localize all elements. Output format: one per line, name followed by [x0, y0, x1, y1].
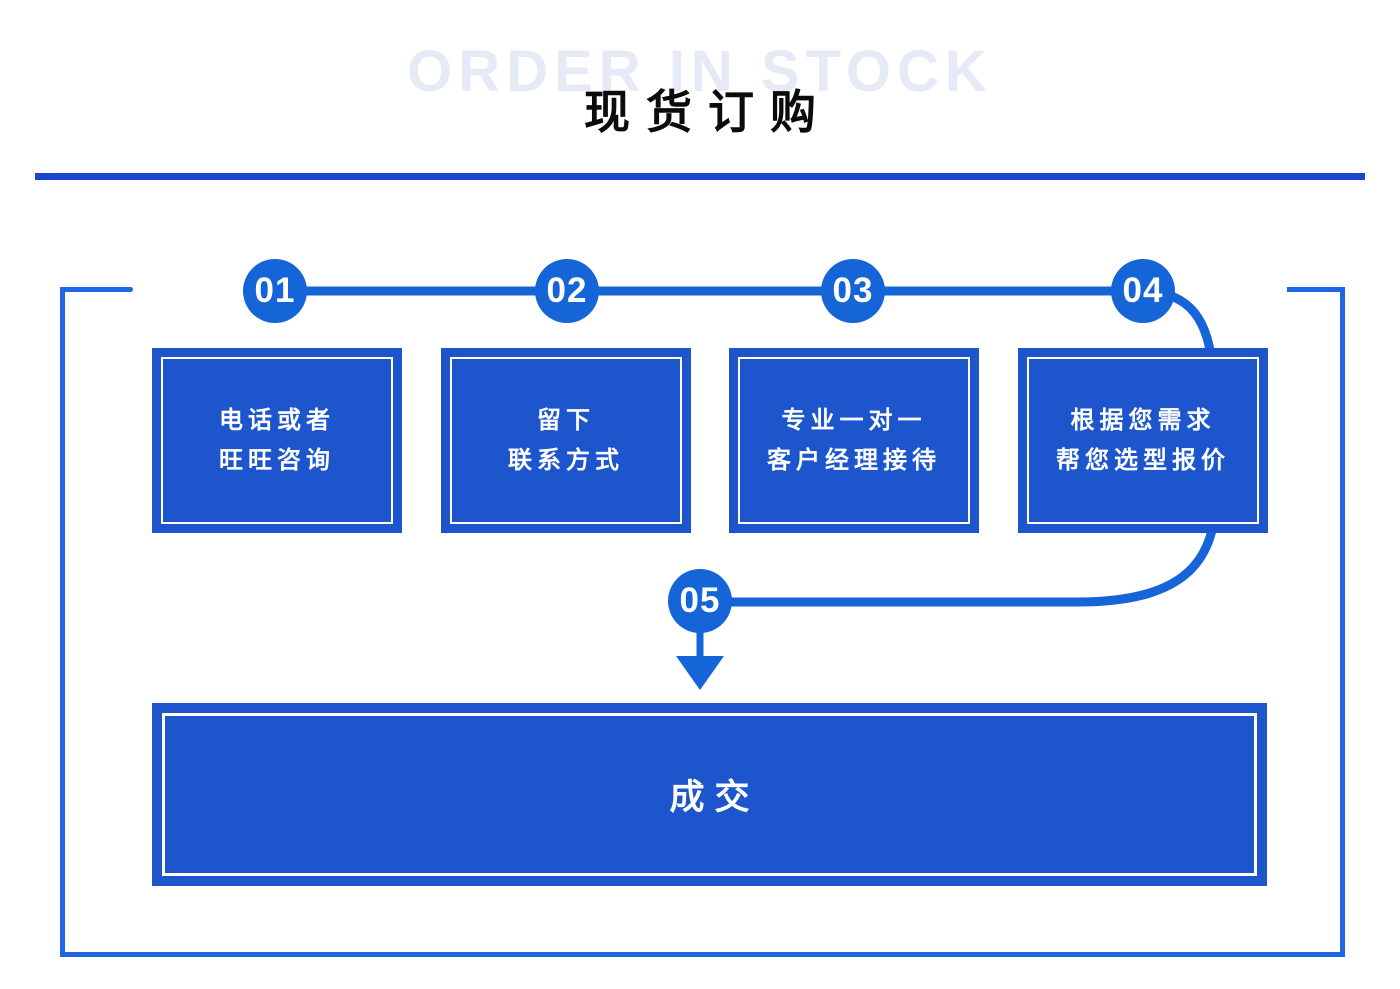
- page-title: 现货订购: [584, 86, 832, 138]
- frame-border-right: [1340, 287, 1345, 957]
- step-box-leave-contact: 留下 联系方式: [441, 348, 691, 533]
- step-text-line: 帮您选型报价: [1056, 446, 1230, 474]
- step-number: 01: [254, 271, 296, 310]
- step-text-line: 专业一对一: [781, 406, 927, 434]
- step-circle-05: 05: [668, 569, 732, 633]
- final-deal-box: 成交: [152, 703, 1267, 886]
- step-number: 05: [679, 581, 721, 620]
- step-text-line: 电话或者: [219, 406, 335, 434]
- step-circle-03: 03: [821, 259, 885, 323]
- frame-border-bottom: [60, 952, 1345, 957]
- step-number: 04: [1122, 271, 1164, 310]
- frame-border-top-right: [1287, 287, 1345, 292]
- step-text-line: 旺旺咨询: [219, 446, 335, 474]
- step-text-line: 客户经理接待: [767, 446, 941, 474]
- step-box-selection-quote: 根据您需求 帮您选型报价: [1018, 348, 1268, 533]
- final-deal-label: 成交: [669, 778, 760, 817]
- arrow-down-icon: [676, 656, 724, 690]
- step-circle-04: 04: [1111, 259, 1175, 323]
- frame-border-left: [60, 287, 65, 957]
- frame-border-top-left: [60, 287, 133, 292]
- step-text-line: 联系方式: [508, 446, 624, 474]
- step-number: 02: [546, 271, 588, 310]
- step-circle-01: 01: [243, 259, 307, 323]
- step-box-phone-consult: 电话或者 旺旺咨询: [152, 348, 402, 533]
- title-english-watermark: ORDER IN STOCK: [407, 39, 993, 104]
- header: ORDER IN STOCK 现货订购: [0, 0, 1400, 170]
- step-circle-02: 02: [535, 259, 599, 323]
- title-divider: [35, 173, 1365, 180]
- step-text-line: 留下: [537, 406, 595, 434]
- step-text-line: 根据您需求: [1070, 406, 1216, 434]
- step-number: 03: [832, 271, 874, 310]
- step-box-account-manager: 专业一对一 客户经理接待: [729, 348, 979, 533]
